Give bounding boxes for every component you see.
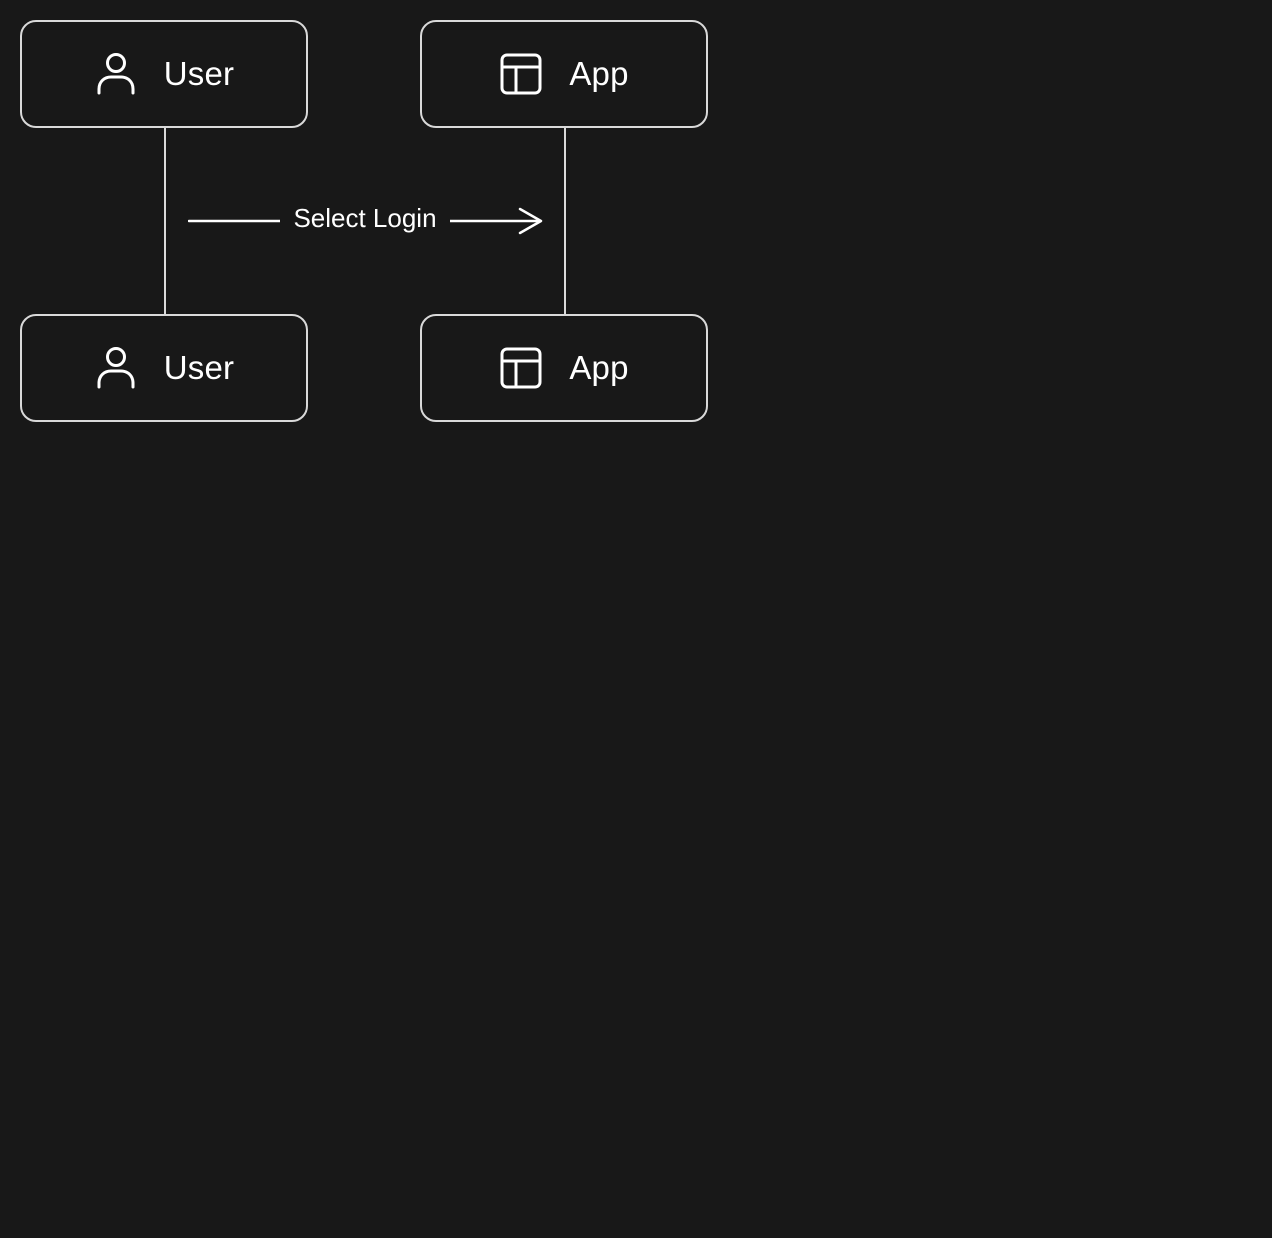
participant-label: User (163, 349, 235, 386)
user-icon (94, 346, 138, 390)
participant-label: App (569, 349, 629, 386)
participant-user-bottom[interactable]: User (20, 314, 308, 422)
participant-label: App (569, 55, 629, 92)
participant-app-top[interactable]: App (420, 20, 708, 128)
participant-user-top[interactable]: User (20, 20, 308, 128)
layout-icon (499, 52, 543, 96)
participant-app-bottom[interactable]: App (420, 314, 708, 422)
layout-icon (499, 346, 543, 390)
user-lifeline (164, 128, 166, 316)
user-icon (94, 52, 138, 96)
message-label: Select Login (280, 200, 450, 236)
participant-label: User (163, 55, 235, 92)
app-lifeline (564, 128, 566, 316)
message-select-login[interactable]: Select Login (188, 199, 548, 239)
